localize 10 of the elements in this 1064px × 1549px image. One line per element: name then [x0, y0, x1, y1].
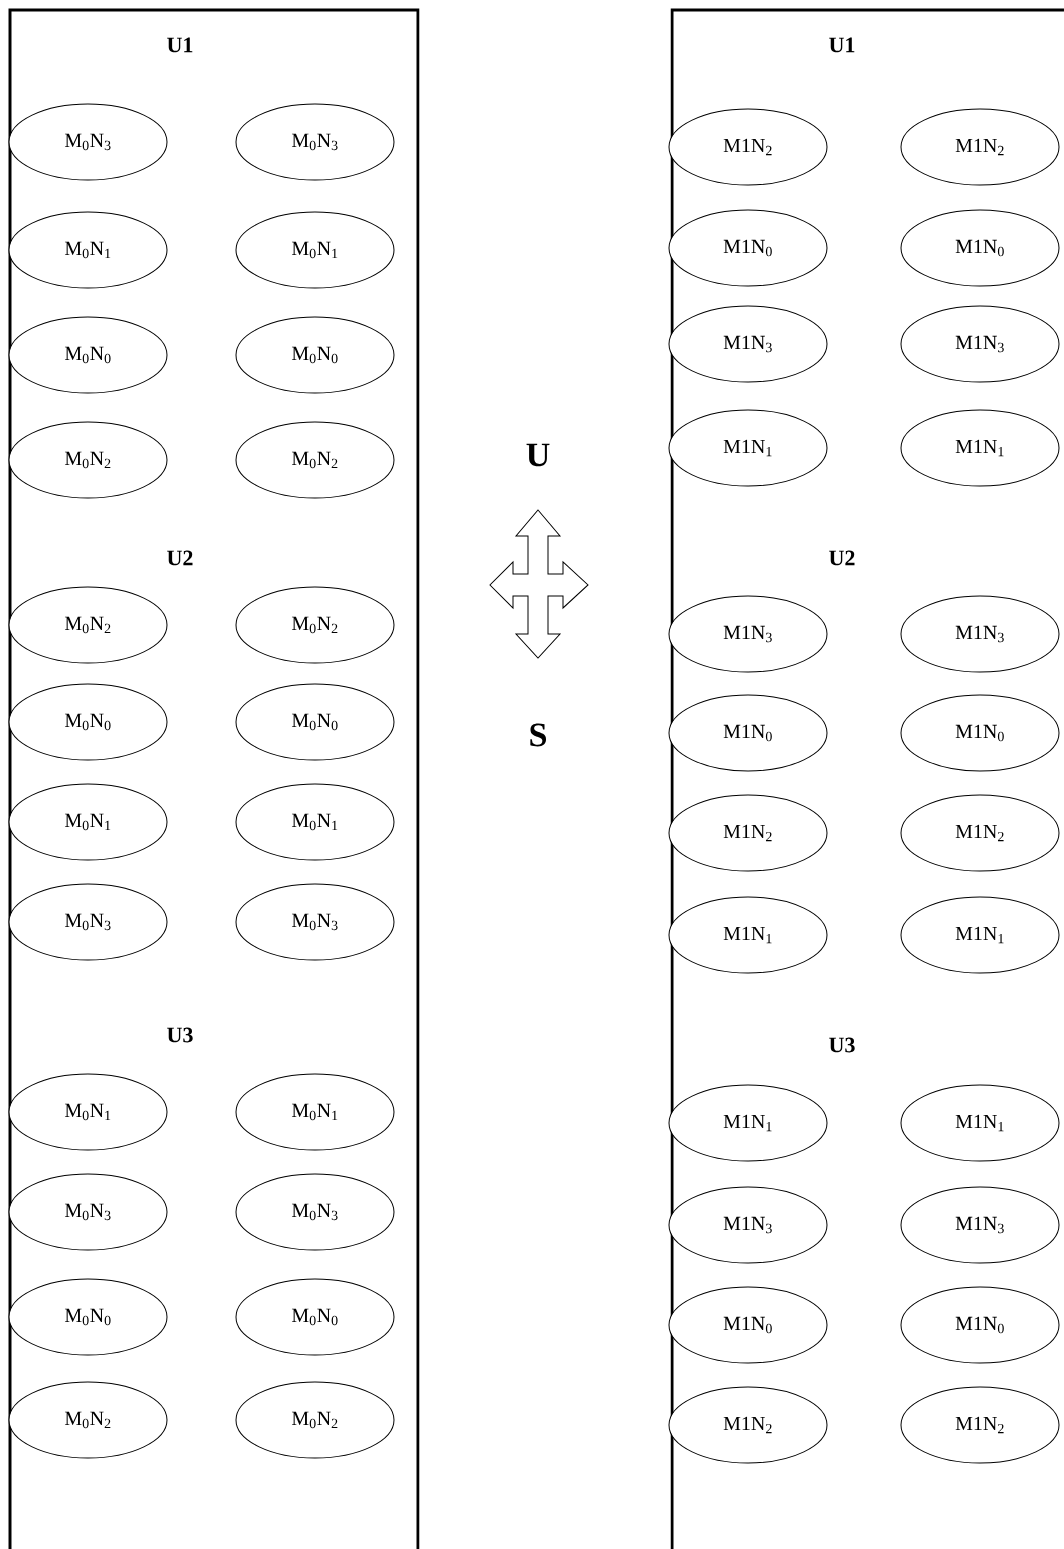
section-label: U: [526, 443, 550, 467]
section-label: U2: [167, 550, 193, 566]
panel-frame: [670, 8, 1064, 1549]
section-label: U2: [829, 550, 855, 566]
panel-frame: [8, 8, 420, 1549]
section-label: U1: [167, 37, 193, 53]
section-label: U3: [167, 1027, 193, 1043]
section-label: U3: [829, 1037, 855, 1053]
section-label: S: [530, 723, 546, 747]
section-label: U1: [829, 37, 855, 53]
